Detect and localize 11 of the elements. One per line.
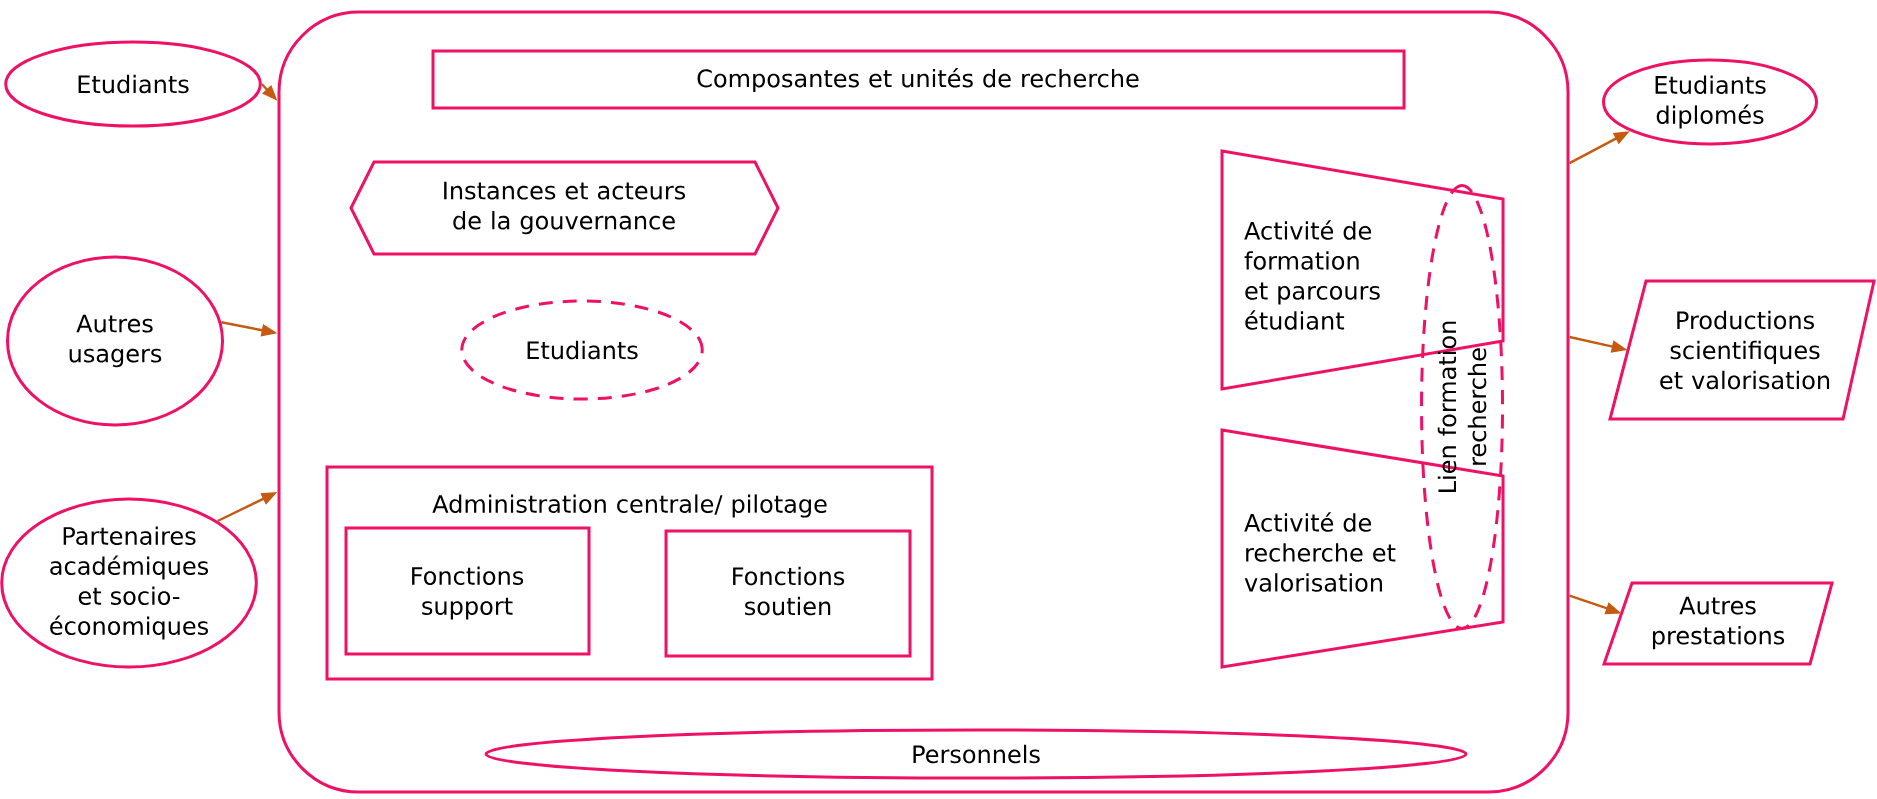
- header-box: Composantes et unités de recherche: [431, 49, 1406, 110]
- function-box: Fonctions soutien: [664, 529, 912, 658]
- function-box: Fonctions support: [344, 526, 591, 656]
- oval-node: Etudiants: [4, 40, 262, 128]
- oval-node: Personnels: [484, 728, 1468, 780]
- oval-node: Autres usagers: [6, 255, 224, 427]
- container-box: [277, 10, 1570, 794]
- oval-node: Partenaires académiques et socio-économiques: [0, 497, 258, 669]
- oval-node: Etudiants diplomés: [1602, 58, 1818, 146]
- parallelogram-box: Productions scientifiques et valorisation: [1608, 279, 1876, 421]
- hexagon-box: Instances et acteurs de la gouvernance: [349, 160, 780, 256]
